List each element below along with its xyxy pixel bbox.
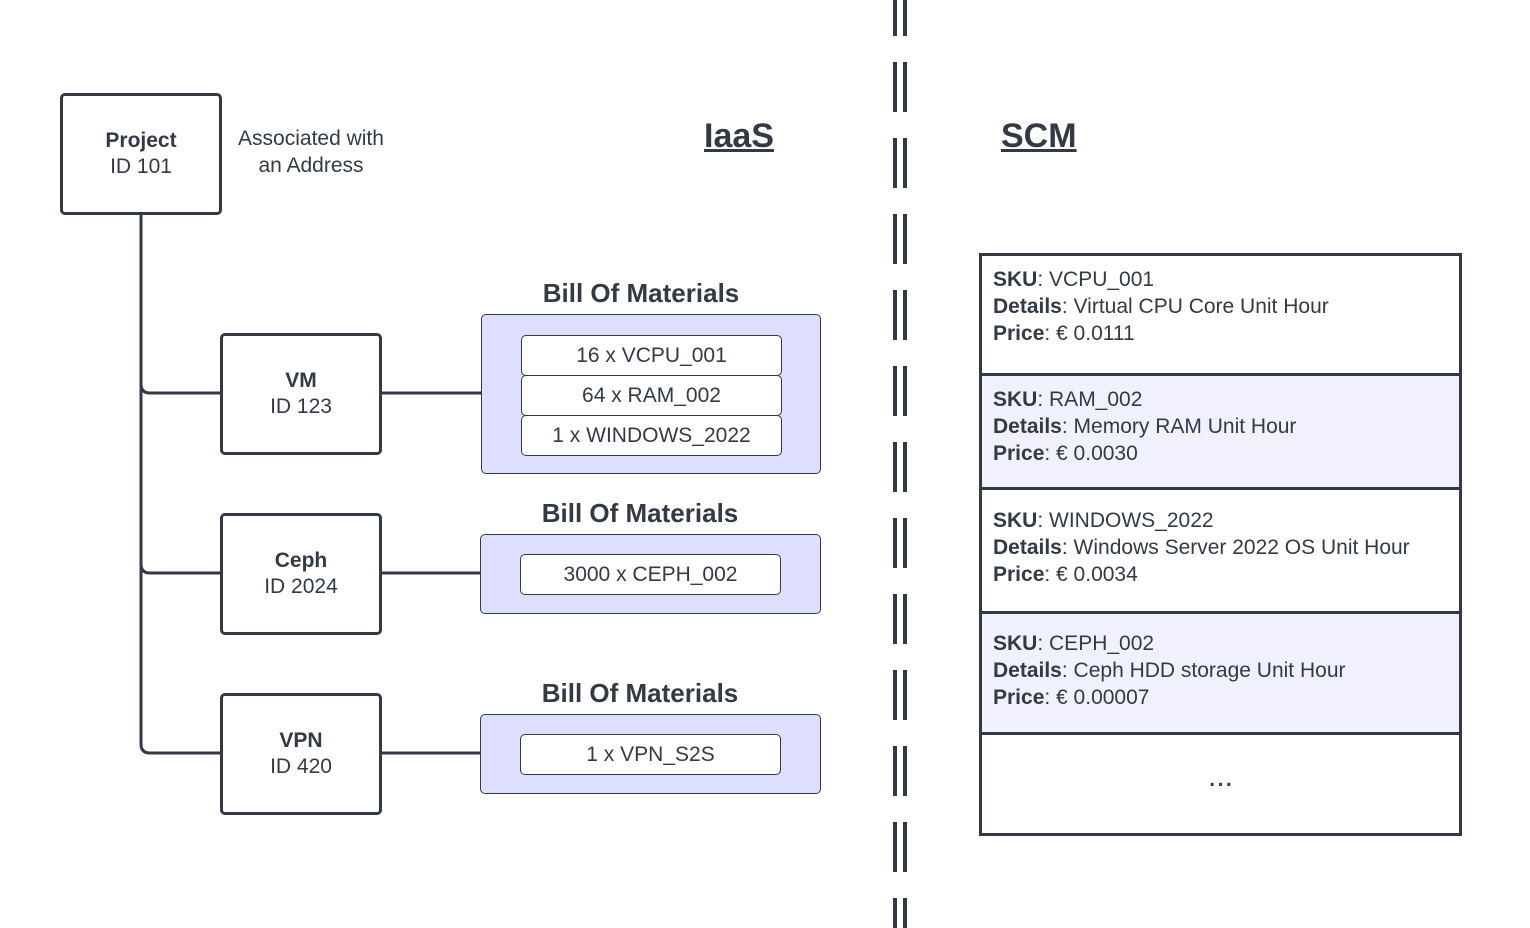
project-note-line2: an Address	[258, 154, 364, 177]
vpn-bom-title: Bill Of Materials	[541, 678, 739, 708]
scm-row-more: ...	[982, 732, 1459, 833]
scm-row: SKU: RAM_002 Details: Memory RAM Unit Ho…	[982, 373, 1459, 490]
vpn-id: ID 420	[270, 755, 332, 778]
vm-id: ID 123	[270, 395, 332, 418]
price-value: € 0.0030	[1056, 442, 1138, 465]
bom-item: 64 x RAM_002	[521, 375, 782, 416]
sku-value: VCPU_001	[1049, 268, 1155, 291]
details-label: Details	[993, 659, 1062, 682]
sku-label: SKU	[993, 509, 1038, 532]
project-name: Project	[105, 129, 177, 152]
details-value: Ceph HDD storage Unit Hour	[1073, 659, 1346, 682]
price-label: Price	[993, 563, 1045, 586]
project-id: ID 101	[110, 155, 172, 178]
ceph-name: Ceph	[274, 549, 328, 572]
details-label: Details	[993, 536, 1062, 559]
sku-value: CEPH_002	[1049, 632, 1155, 655]
ceph-bom: 3000 x CEPH_002	[480, 534, 821, 614]
sku-value: RAM_002	[1049, 388, 1143, 411]
sku-label: SKU	[993, 268, 1038, 291]
sku-value: WINDOWS_2022	[1049, 509, 1214, 532]
bom-item: 1 x WINDOWS_2022	[521, 415, 782, 456]
iaas-title: IaaS	[704, 117, 774, 155]
project-note: Associated with an Address	[226, 125, 396, 179]
price-value: € 0.0111	[1056, 322, 1135, 345]
vpn-name: VPN	[279, 729, 323, 752]
details-label: Details	[993, 415, 1062, 438]
details-value: Memory RAM Unit Hour	[1073, 415, 1297, 438]
vm-branch-line	[139, 383, 221, 395]
project-trunk-line	[139, 213, 221, 755]
project-note-line1: Associated with	[238, 127, 384, 150]
vm-bom-title: Bill Of Materials	[542, 278, 740, 308]
bom-item: 1 x VPN_S2S	[520, 734, 781, 775]
price-label: Price	[993, 686, 1045, 709]
price-label: Price	[993, 322, 1045, 345]
ceph-id: ID 2024	[264, 575, 338, 598]
scm-sku-table: SKU: VCPU_001 Details: Virtual CPU Core …	[979, 253, 1462, 836]
section-divider	[893, 0, 907, 928]
price-value: € 0.0034	[1056, 563, 1138, 586]
vm-name: VM	[285, 369, 317, 392]
details-value: Windows Server 2022 OS Unit Hour	[1073, 536, 1410, 559]
vm-bom: 16 x VCPU_001 64 x RAM_002 1 x WINDOWS_2…	[481, 314, 821, 474]
ceph-bom-title: Bill Of Materials	[541, 498, 739, 528]
details-value: Virtual CPU Core Unit Hour	[1073, 295, 1329, 318]
scm-row: SKU: CEPH_002 Details: Ceph HDD storage …	[982, 611, 1459, 735]
details-label: Details	[993, 295, 1062, 318]
sku-label: SKU	[993, 388, 1038, 411]
vpn-bom: 1 x VPN_S2S	[480, 714, 821, 794]
ceph-box: Ceph ID 2024	[220, 513, 382, 635]
scm-row: SKU: WINDOWS_2022 Details: Windows Serve…	[982, 487, 1459, 614]
vm-box: VM ID 123	[220, 333, 382, 455]
more-ellipsis: ...	[1207, 760, 1233, 793]
price-value: € 0.00007	[1056, 686, 1150, 709]
price-label: Price	[993, 442, 1045, 465]
bom-item: 3000 x CEPH_002	[520, 554, 781, 595]
project-box: Project ID 101	[60, 93, 222, 215]
sku-label: SKU	[993, 632, 1038, 655]
ceph-branch-line	[139, 563, 221, 575]
scm-row: SKU: VCPU_001 Details: Virtual CPU Core …	[993, 268, 1329, 345]
scm-title: SCM	[1001, 117, 1077, 155]
bom-item: 16 x VCPU_001	[521, 335, 782, 376]
vpn-box: VPN ID 420	[220, 693, 382, 815]
